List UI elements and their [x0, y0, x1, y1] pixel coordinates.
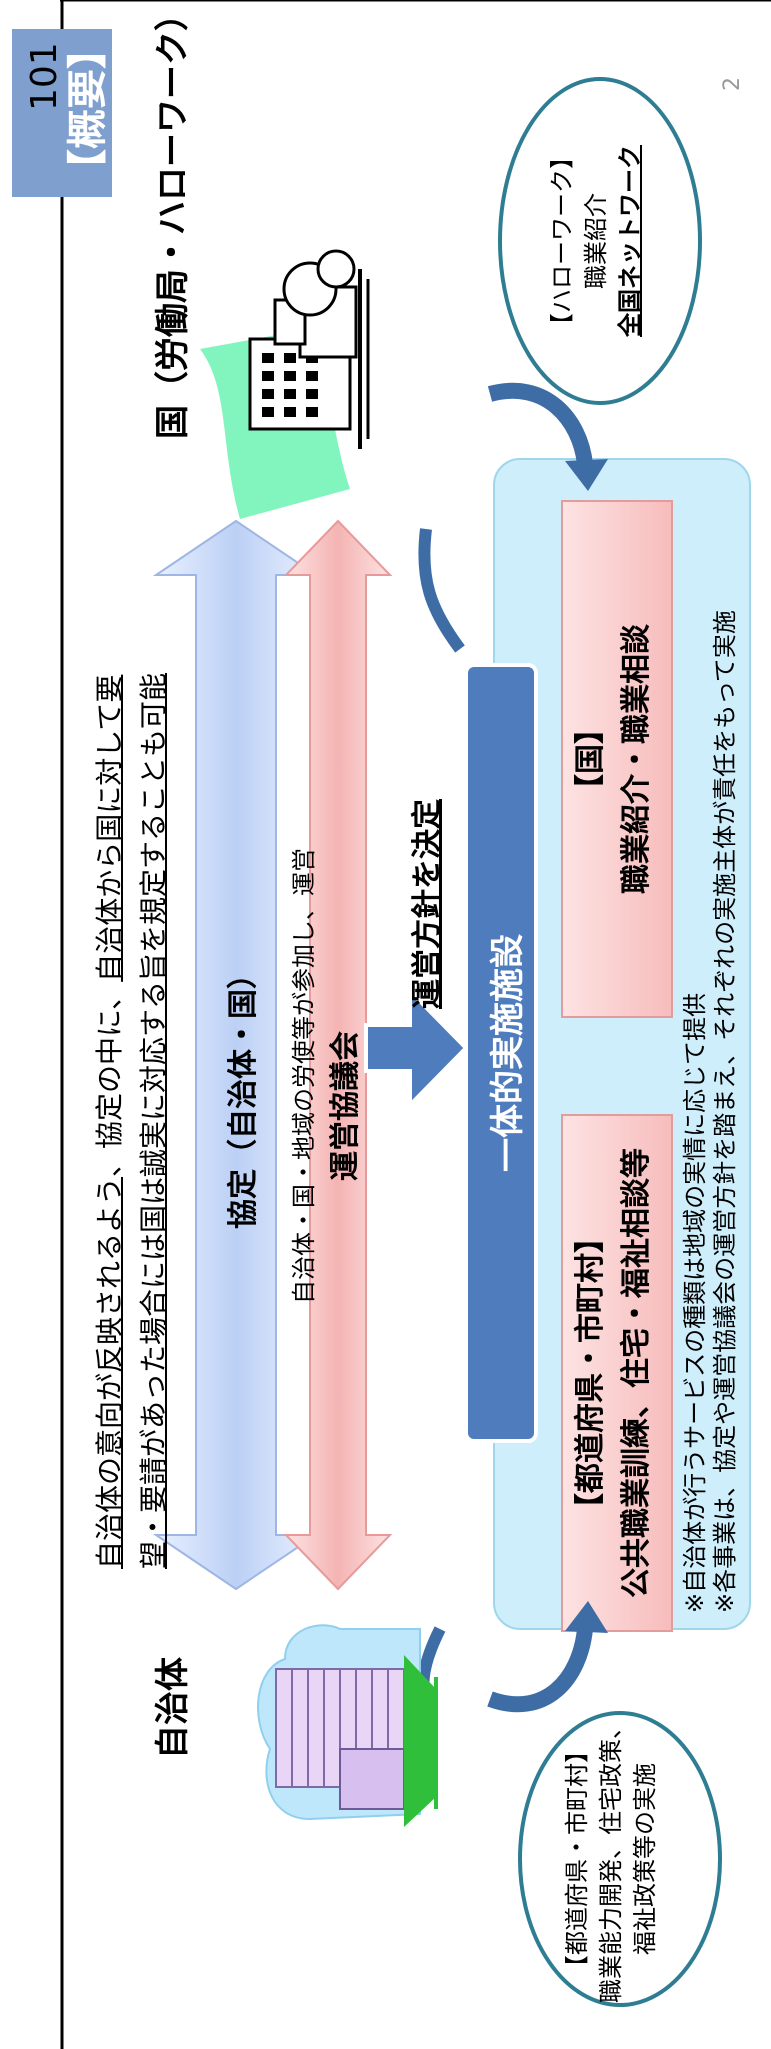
- page-number-right: 2: [720, 77, 745, 91]
- right-ellipse-line-3: 全国ネットワーク: [616, 145, 644, 337]
- council-label: 運営協議会: [328, 1031, 363, 1181]
- down-arrow: [364, 986, 469, 1110]
- top-note: 自治体の意向が反映されるよう、協定の中に、自治体から国に対して要 望・要請があっ…: [88, 673, 176, 1569]
- nation-box-title: 【国】: [573, 714, 608, 804]
- top-note-part-3: 自治体から国に対して要: [93, 674, 126, 982]
- council-arrow: [283, 519, 393, 1591]
- top-note-part-2: 、協定の中に、: [93, 981, 126, 1177]
- pref-box-body: 公共職業訓練、住宅・福祉相談等: [619, 1148, 654, 1598]
- facility-bar: [464, 663, 538, 1443]
- right-curved-arrowhead: [565, 459, 608, 491]
- left-curved-arrowhead: [565, 1601, 608, 1633]
- top-note-line-2: 望・要請があった場合には国は誠実に対応する旨を規定することも可能: [137, 672, 170, 1569]
- right-ellipse-line-2: 職業紹介: [582, 193, 610, 289]
- right-curved-arrow: [487, 382, 593, 466]
- left-curved-arrow: [487, 1627, 593, 1713]
- tag-background: [12, 29, 112, 197]
- top-note-part-1: 自治体の意向が反映されるよう: [93, 1176, 126, 1569]
- left-ellipse-shape: [518, 1711, 722, 2007]
- pref-box: 【都道府県・市町村】 公共職業訓練、住宅・福祉相談等: [568, 1115, 660, 1631]
- nation-box-body: 職業紹介・職業相談: [619, 624, 654, 894]
- party-right-label: 国（労働局・ハローワーク）: [153, 0, 193, 439]
- left-ellipse-line-1: 【都道府県・市町村】: [563, 1739, 591, 1979]
- nation-box-bg: [561, 500, 673, 1018]
- right-ellipse-line-1: 【ハローワーク】: [548, 145, 576, 337]
- note-2: ※各事業は、協定や運営協議会の運営方針を踏まえ、それぞれの実施主体が責任をもって…: [711, 610, 739, 1613]
- policy-label: 運営方針を決定: [410, 799, 445, 1009]
- notes: ※自治体が行うサービスの種類は地域の実情に応じて提供 ※各事業は、協定や運営協議…: [680, 610, 740, 1613]
- left-ellipse-line-2: 職業能力開発、住宅政策、: [597, 1715, 625, 2003]
- national-building-icon: [200, 249, 370, 519]
- facility-label: 一体的実施施設: [488, 934, 528, 1172]
- municipal-building-icon: [257, 1624, 438, 1827]
- left-ellipse: 【都道府県・市町村】 職業能力開発、住宅政策、 福祉政策等の実施: [560, 1713, 662, 2005]
- council-note: 自治体・国・地域の労使等が参加し、運営: [290, 848, 318, 1304]
- pref-box-bg: [561, 1114, 673, 1632]
- left-ellipse-line-3: 福祉政策等の実施: [631, 1763, 659, 1955]
- party-left-label: 自治体: [153, 1657, 193, 1759]
- right-upper-arrow: [418, 528, 465, 653]
- agreement-label: 協定（自治体・国）: [226, 959, 261, 1229]
- nation-box: 【国】 職業紹介・職業相談: [568, 501, 660, 1017]
- right-ellipse-shape: [498, 77, 702, 405]
- tag-label: 【概要】: [65, 29, 111, 189]
- note-1: ※自治体が行うサービスの種類は地域の実情に応じて提供: [681, 992, 709, 1613]
- pref-box-title: 【都道府県・市町村】: [573, 1223, 608, 1523]
- right-ellipse: 【ハローワーク】 職業紹介 全国ネットワーク: [545, 79, 647, 403]
